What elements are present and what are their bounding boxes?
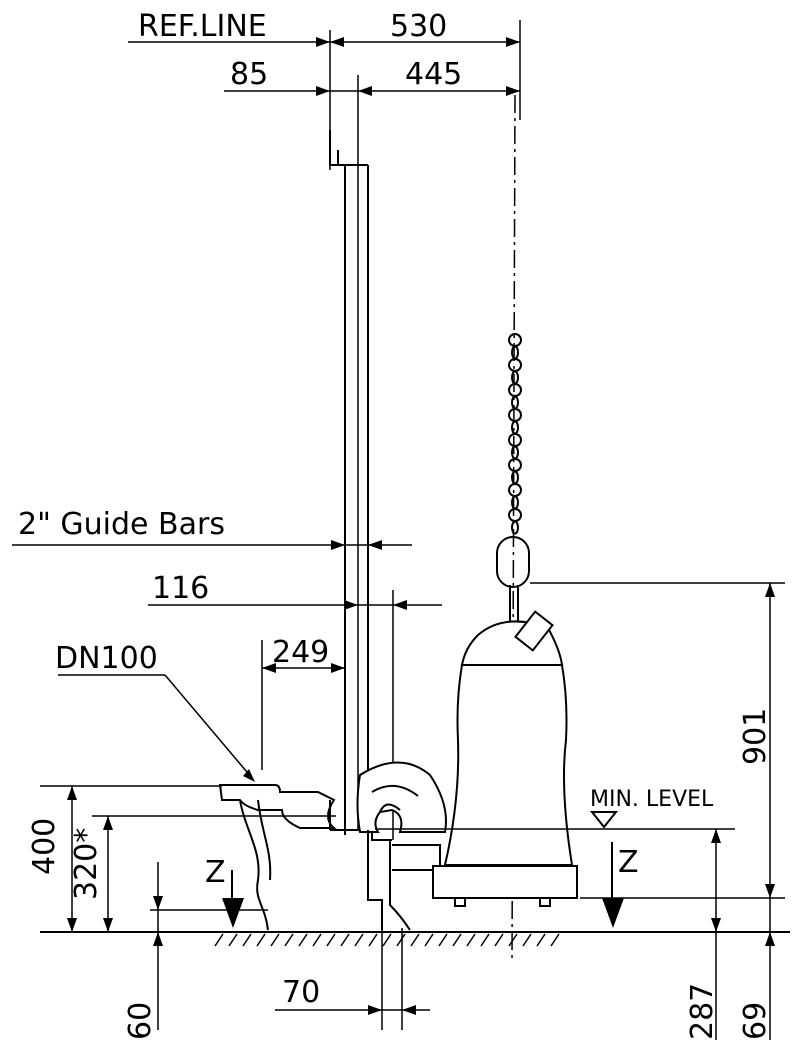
- dn100-label: DN100: [55, 641, 158, 676]
- chain-link: [511, 520, 519, 535]
- left-dimensions: 400 320* 60 Z: [27, 785, 336, 1040]
- floor-hatch: [410, 933, 420, 947]
- min-level-label: MIN. LEVEL: [590, 787, 714, 812]
- ref-line-label: REF.LINE: [138, 9, 267, 44]
- floor-hatch: [340, 933, 350, 947]
- chain-link: [511, 395, 519, 410]
- guide-bars-dimension: 2" Guide Bars: [12, 507, 412, 550]
- floor-hatch: [424, 933, 434, 947]
- min-level-marker: MIN. LEVEL: [589, 787, 714, 829]
- chain-link: [508, 458, 522, 472]
- guide-bar: [329, 75, 369, 835]
- dim-400: 400: [27, 818, 62, 875]
- chain-link: [508, 383, 522, 397]
- floor-hatch: [508, 933, 518, 947]
- dim-60: 60: [123, 1002, 158, 1040]
- chain-link: [508, 333, 522, 347]
- top-dimension-group: REF.LINE 530 85 445: [128, 9, 521, 170]
- dn100-callout: DN100: [55, 641, 255, 782]
- chain-link: [511, 345, 519, 360]
- floor: [40, 931, 790, 947]
- floor-hatch: [480, 933, 490, 947]
- pump-body: [375, 610, 735, 907]
- dim-530: 530: [390, 9, 447, 44]
- floor-hatch: [494, 933, 504, 947]
- right-dimensions: 901 69 287 Z: [530, 582, 785, 1040]
- chain-link: [511, 370, 519, 385]
- dim-901: 901: [738, 708, 773, 765]
- discharge-connection: [218, 761, 447, 931]
- z-left-label: Z: [205, 855, 226, 890]
- floor-hatch: [256, 933, 266, 947]
- guide-bars-label: 2" Guide Bars: [18, 507, 225, 542]
- floor-hatch: [298, 933, 308, 947]
- chain-link: [508, 358, 522, 372]
- floor-hatch: [550, 933, 560, 947]
- floor-hatch: [326, 933, 336, 947]
- dim-287: 287: [685, 983, 720, 1040]
- floor-hatch: [228, 933, 238, 947]
- floor-hatch: [270, 933, 280, 947]
- dim-249: 249: [272, 635, 329, 670]
- chain-link: [511, 420, 519, 435]
- dim-445: 445: [405, 57, 462, 92]
- dim-116-group: 116: [148, 571, 442, 840]
- floor-hatch: [214, 933, 224, 947]
- floor-hatch: [242, 933, 252, 947]
- floor-hatch: [452, 933, 462, 947]
- z-right-label: Z: [618, 845, 639, 880]
- floor-hatch: [438, 933, 448, 947]
- lifting-chain: [508, 333, 522, 535]
- chain-link: [511, 495, 519, 510]
- floor-hatch: [312, 933, 322, 947]
- lifting-shackle: [496, 536, 530, 588]
- dim-320: 320*: [69, 828, 104, 900]
- chain-link: [511, 470, 519, 485]
- floor-hatch: [382, 933, 392, 947]
- dim-70-group: 70: [275, 928, 430, 1030]
- dim-116: 116: [152, 571, 209, 606]
- floor-hatch: [536, 933, 546, 947]
- floor-hatch: [522, 933, 532, 947]
- dim-249-group: 249: [261, 635, 345, 770]
- chain-link: [508, 483, 522, 497]
- floor-hatch: [466, 933, 476, 947]
- floor-hatch: [354, 933, 364, 947]
- chain-link: [508, 408, 522, 422]
- floor-hatch: [396, 933, 406, 947]
- chain-link: [508, 508, 522, 522]
- dim-70: 70: [282, 975, 320, 1010]
- floor-hatch: [368, 933, 378, 947]
- dim-69: 69: [738, 1002, 773, 1040]
- chain-link: [511, 445, 519, 460]
- floor-hatch: [284, 933, 294, 947]
- chain-link: [508, 433, 522, 447]
- dim-85: 85: [230, 57, 268, 92]
